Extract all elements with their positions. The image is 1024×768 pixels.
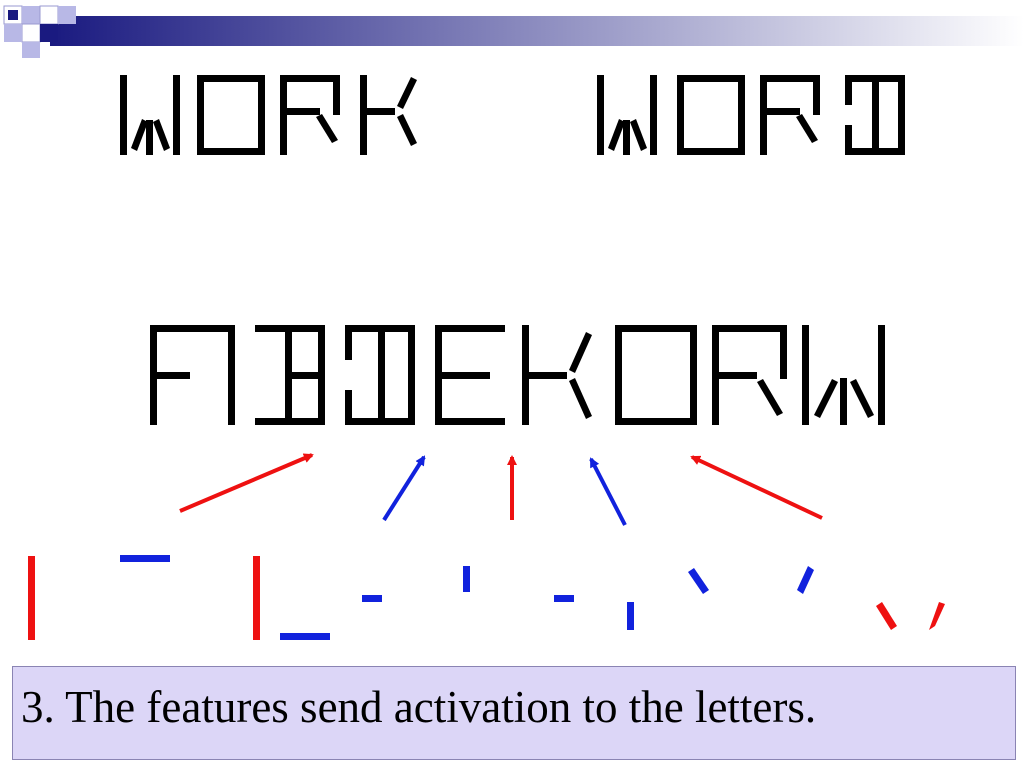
letter-k	[522, 325, 592, 425]
feature-diagonal-up	[797, 566, 814, 594]
arrow-blue-1	[382, 455, 426, 522]
letter-e	[435, 325, 505, 425]
letter-d	[345, 325, 415, 425]
feature-top-bar	[120, 555, 170, 562]
arrow-red-left	[179, 453, 314, 513]
feature-diagonal-v-left	[876, 602, 897, 630]
arrow-red-right	[690, 455, 823, 520]
letter-o	[615, 325, 697, 425]
word-word	[597, 75, 905, 155]
letter-row	[150, 325, 885, 425]
feature-vertical-left	[253, 556, 260, 640]
caption-text: 3. The features send activation to the l…	[21, 682, 817, 732]
letter-r	[712, 325, 787, 425]
feature-vertical-long	[28, 556, 35, 640]
feature-short-dash-2	[554, 595, 574, 602]
feature-short-dash-1	[362, 595, 382, 602]
activation-arrows	[179, 453, 823, 526]
letter-b	[255, 325, 325, 425]
feature-diagonal-v-right	[929, 602, 945, 630]
feature-short-vertical-2	[627, 602, 634, 630]
letter-w	[802, 325, 885, 425]
feature-segments	[28, 555, 945, 640]
arrow-blue-2	[589, 457, 627, 526]
feature-bottom-bar	[280, 633, 330, 640]
header-bar	[3, 5, 1024, 58]
letter-a	[150, 325, 235, 425]
caption-box: 3. The features send activation to the l…	[12, 666, 1016, 760]
feature-diagonal-down	[688, 568, 709, 594]
checkered-squares-icon	[3, 5, 76, 58]
feature-short-vertical-1	[463, 566, 470, 592]
word-work	[120, 75, 417, 155]
